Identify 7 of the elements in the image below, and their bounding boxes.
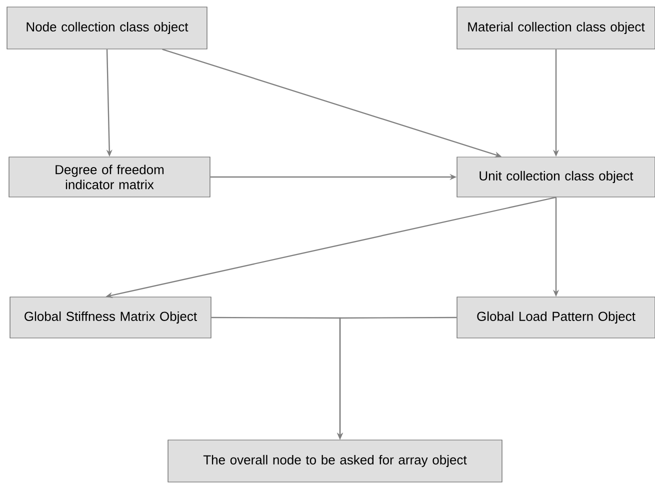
process-box: The overall node to be asked for array object — [168, 440, 502, 482]
process-box: Material collection class object — [456, 6, 655, 50]
process-box: Global Stiffness Matrix Object — [10, 296, 212, 338]
process-box: Node collection class object — [6, 6, 208, 50]
process-box: Unit collection class object — [456, 156, 655, 198]
process-box: Global Load Pattern Object — [456, 296, 655, 338]
process-box: Degree of freedom indicator matrix — [8, 156, 210, 198]
